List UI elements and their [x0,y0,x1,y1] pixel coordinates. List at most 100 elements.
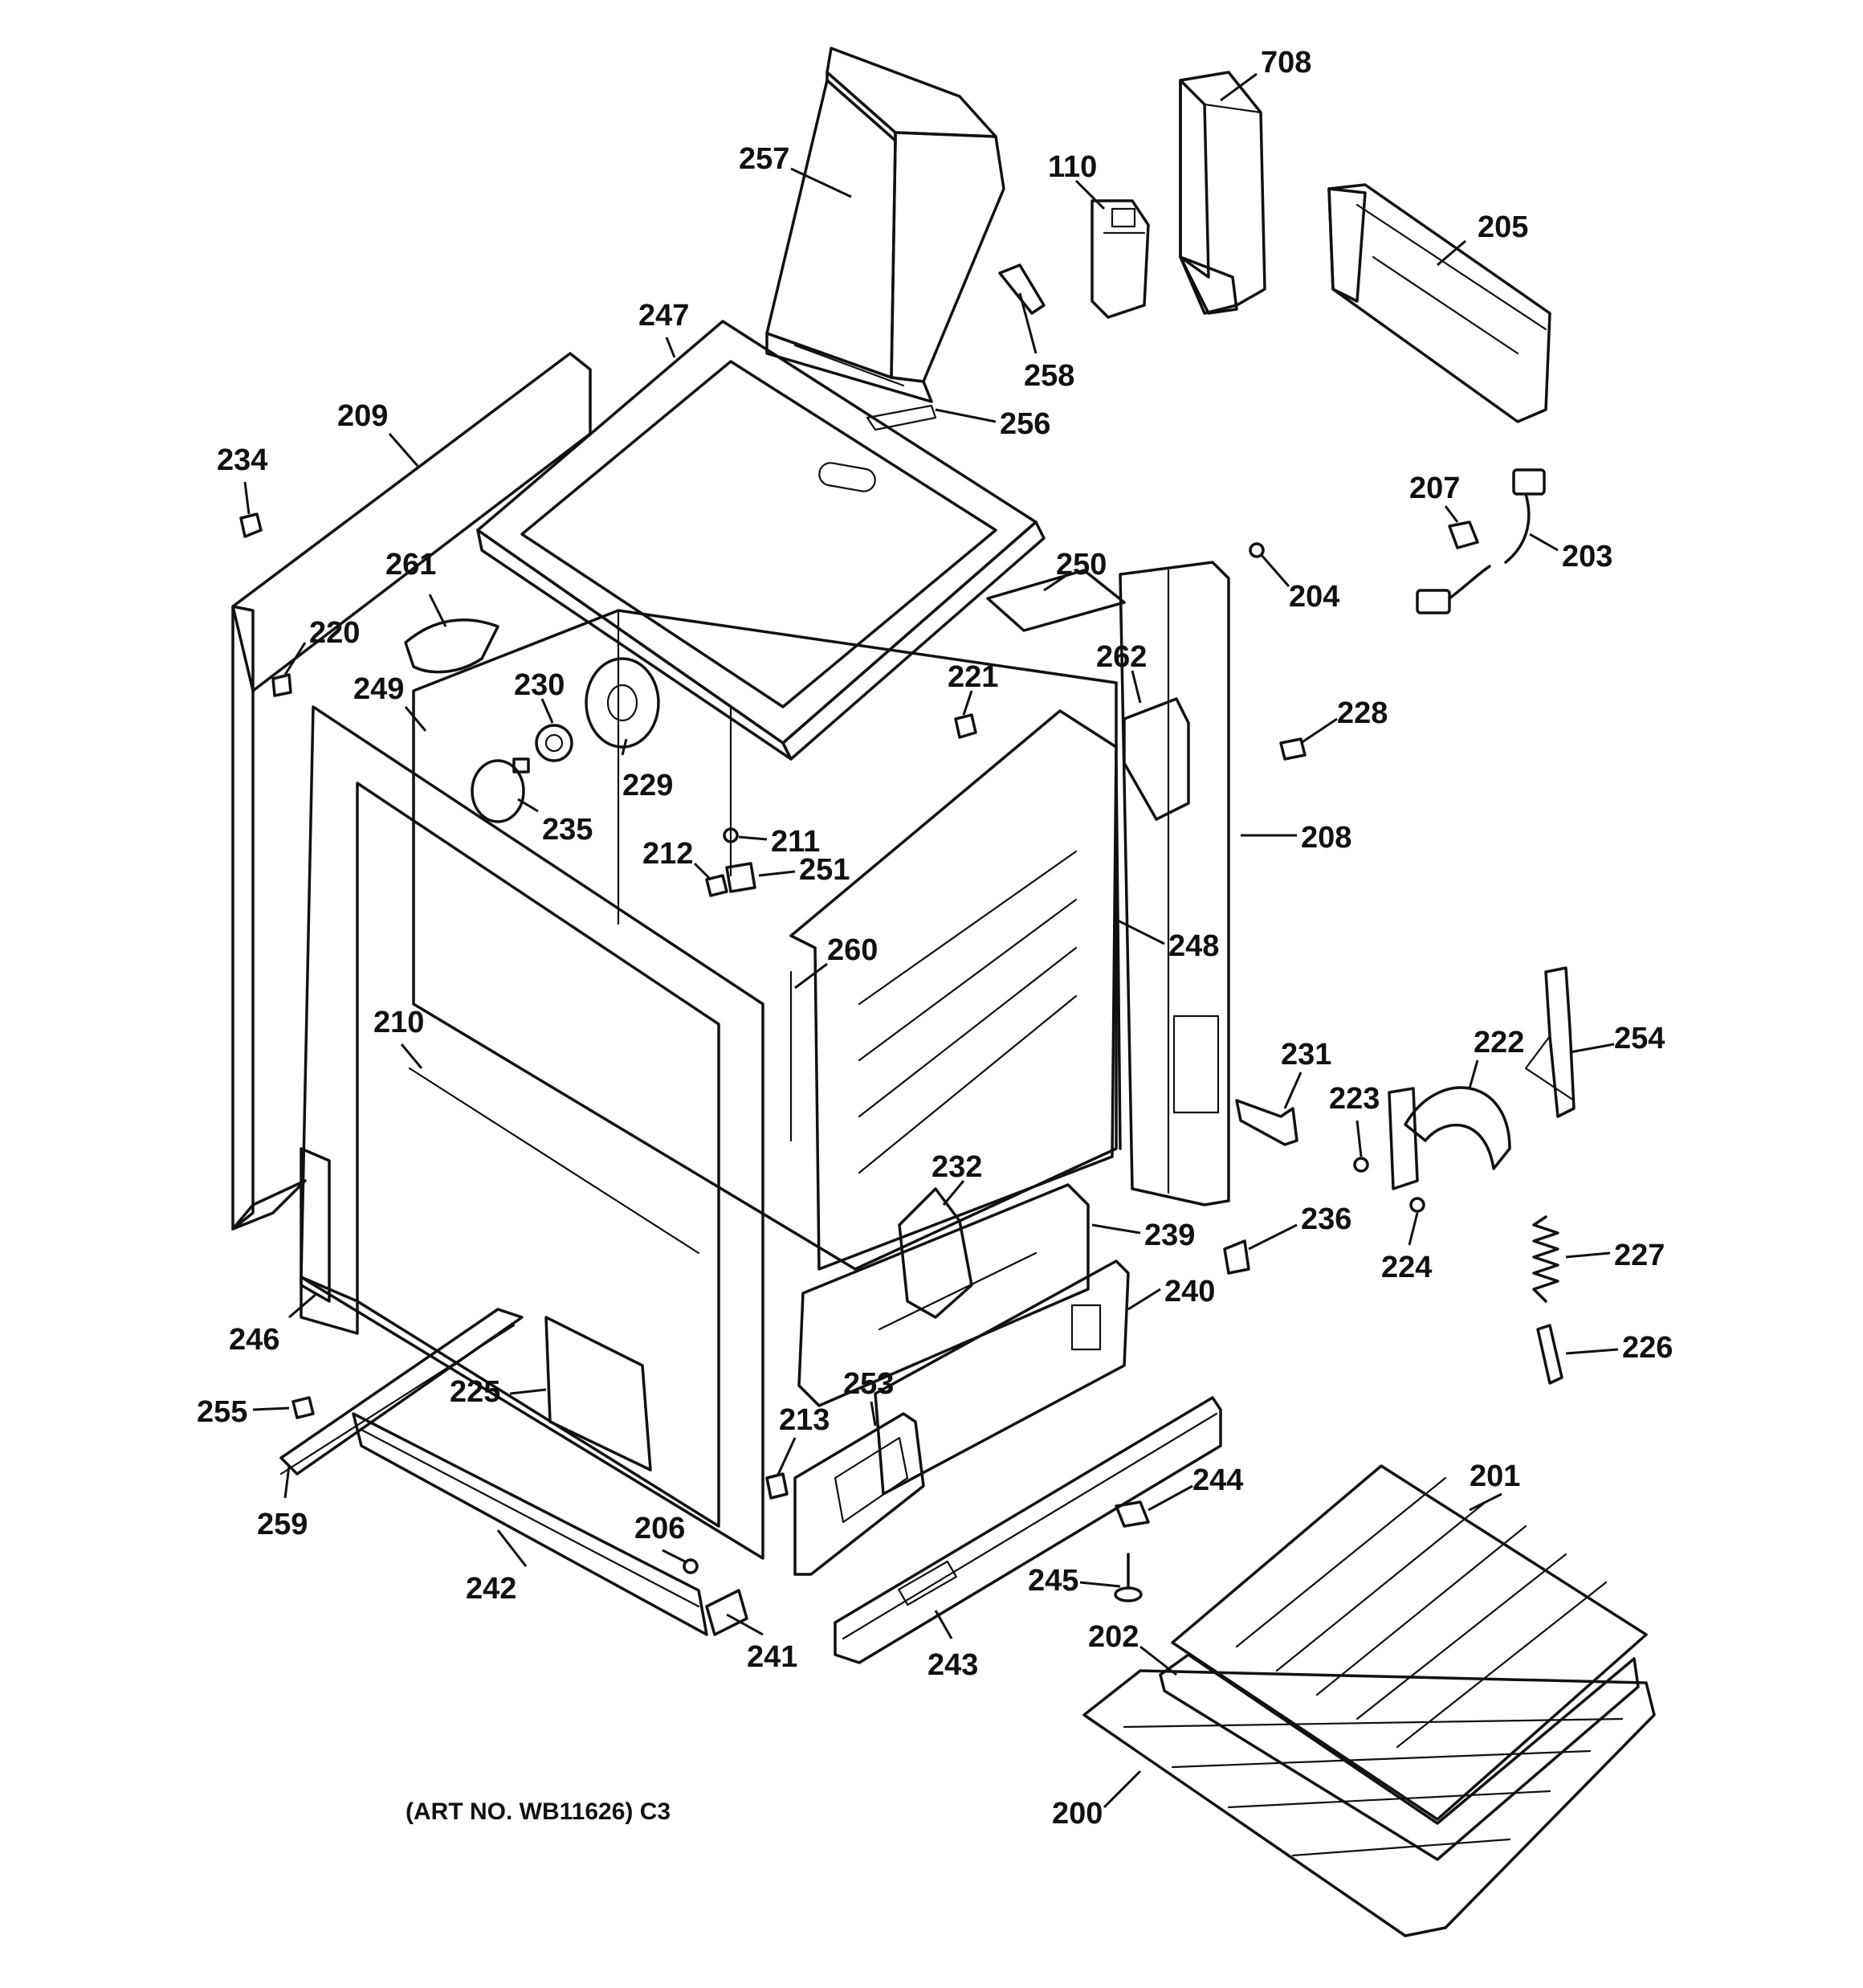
part-225-heat-shield [544,1316,652,1472]
part-227-spring [1532,1215,1559,1303]
part-229-lamp-flange [585,657,660,749]
part-205-backsplash [1327,183,1551,423]
callout-254: 254 [1614,1022,1665,1055]
callout-244: 244 [1192,1463,1243,1497]
part-249-oven-liner [412,609,1118,1271]
part-254-hinge-receiver [1524,966,1576,1118]
callout-220: 220 [309,616,360,650]
part-250-shield [986,569,1126,632]
part-232-bracket [898,1187,973,1319]
callout-203: 203 [1562,540,1612,574]
part-253-drawer-front [793,1412,925,1576]
callout-213: 213 [779,1403,830,1437]
part-248-liner-side [1115,761,1122,1150]
part-239-burner-box [797,1183,1090,1407]
callout-260: 260 [827,933,878,967]
part-247-cabinet-top [476,320,1046,761]
callout-202: 202 [1088,1620,1139,1654]
part-235-lamp [471,757,530,823]
part-256-gasket [866,404,937,431]
part-242-base-rail [352,1412,708,1636]
callout-251: 251 [799,853,850,887]
callout-247: 247 [638,299,689,333]
callout-257: 257 [739,142,789,176]
part-243-broiler-drawer [834,1396,1222,1664]
callout-259: 259 [257,1508,308,1541]
callout-234: 234 [217,443,267,477]
part-203-wire-harness [1416,468,1546,614]
callout-239: 239 [1144,1219,1195,1252]
callout-200: 200 [1052,1797,1103,1831]
callout-221: 221 [948,660,998,694]
callout-212: 212 [642,837,693,871]
callout-208: 208 [1301,821,1351,855]
callout-236: 236 [1301,1202,1351,1236]
callout-227: 227 [1614,1239,1665,1272]
part-209-side-panel [231,352,592,1231]
callout-201: 201 [1470,1459,1520,1493]
part-202-broiler-pan [1159,1653,1640,1861]
callout-232: 232 [932,1150,982,1184]
part-255-clip [291,1396,315,1419]
part-236-clip [1223,1239,1250,1275]
callout-225: 225 [450,1375,500,1409]
part-230-lamp-socket [535,724,573,762]
callout-223: 223 [1329,1082,1380,1116]
callout-229: 229 [622,769,673,802]
callout-262: 262 [1096,640,1147,674]
part-260-oven-side [789,709,1118,1271]
callout-243: 243 [927,1648,978,1682]
callout-210: 210 [373,1006,424,1039]
part-244-clip [1115,1500,1150,1528]
leader-lines [243,72,1619,1809]
part-206-screw [683,1558,699,1574]
callout-250: 250 [1056,548,1107,582]
part-200-oven-rack [1082,1669,1656,1937]
part-241-rail [705,1589,748,1636]
part-226-hinge-link [1536,1324,1563,1385]
callout-228: 228 [1337,696,1388,730]
part-234-clip [239,512,263,538]
part-223-hinge [1353,1087,1419,1190]
part-110-switch [1090,199,1150,319]
part-231-bracket [1235,1099,1298,1146]
callout-249: 249 [353,672,404,706]
callout-211: 211 [771,825,820,859]
part-204-screw [1249,542,1265,558]
callout-242: 242 [466,1572,516,1606]
part-258-clip [998,263,1046,315]
part-201-broiler-pan-grid [1171,1464,1648,1821]
art-number: (ART NO. WB11626) C3 [406,1798,671,1825]
part-708-bracket [1179,71,1266,315]
part-228-clip [1279,737,1307,761]
callout-labels: 708 110 257 205 258 247 256 209 234 207 … [197,46,1673,1831]
callout-204: 204 [1289,580,1339,614]
part-224-washer [1409,1197,1425,1213]
callout-261: 261 [385,548,436,582]
callout-226: 226 [1622,1331,1673,1365]
callout-256: 256 [1000,407,1050,441]
part-221-clip [954,713,977,739]
callout-258: 258 [1024,359,1074,393]
callout-205: 205 [1478,210,1528,244]
part-261-insulation [404,618,499,674]
part-262-baffle [1123,697,1190,821]
part-210-front-frame [300,705,764,1560]
part-246-frame-side [300,1147,359,1335]
callout-708: 708 [1261,46,1311,80]
part-211-screw [723,827,739,843]
callout-207: 207 [1409,471,1460,505]
callout-235: 235 [542,813,593,847]
callout-246: 246 [229,1323,279,1357]
callout-110: 110 [1048,150,1097,184]
part-207-terminal [1448,520,1479,549]
callout-224: 224 [1381,1251,1432,1284]
callout-206: 206 [634,1512,685,1545]
part-222-hinge-arm [1404,1086,1511,1170]
callout-222: 222 [1474,1026,1524,1059]
callout-245: 245 [1028,1564,1078,1598]
callout-231: 231 [1281,1038,1331,1072]
callout-209: 209 [337,399,388,433]
part-251-bracket [725,862,756,893]
